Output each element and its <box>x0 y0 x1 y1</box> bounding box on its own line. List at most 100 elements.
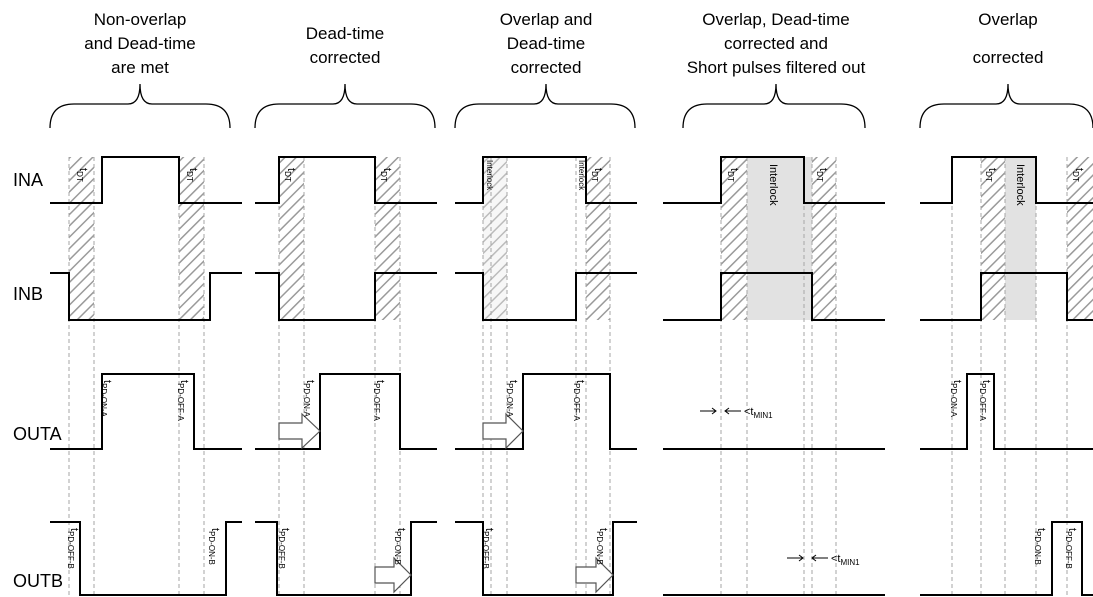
tpd-off-b-col5: tPD-OFF-B <box>1064 528 1078 569</box>
tdt-label-col2-a: tDT <box>283 168 297 182</box>
tmin1-arrow-left-outa <box>724 407 741 415</box>
outb-wave-col2 <box>255 521 437 596</box>
outa-wave-col3 <box>455 373 637 450</box>
column-1-title: Non-overlap and Dead-time are met <box>84 10 196 77</box>
t-dt-labels: tDT tDT tDT tDT tDT tDT tDT tDT tDT <box>75 168 1085 182</box>
column-3-brace <box>454 83 636 129</box>
row-label-outa: OUTA <box>13 424 62 444</box>
tmin1-arrow-left-outb <box>811 554 828 562</box>
interlock-label-col3-b: Interlock <box>577 160 586 191</box>
column-4-title-line-3: Short pulses filtered out <box>687 58 866 77</box>
interlock-label-col3-a: Interlock <box>485 160 494 191</box>
tdt-label-col5-b: tDT <box>1071 168 1085 182</box>
tpd-on-a-col3: tPD-ON-A <box>505 380 519 418</box>
ina-wave-col5 <box>920 156 1093 204</box>
column-4-brace <box>682 83 866 129</box>
column-2-brace <box>254 83 436 129</box>
tpd-off-a-col5: tPD-OFF-A <box>978 380 992 422</box>
hatch-col5-a <box>981 157 1005 320</box>
ina-wave-col3 <box>455 156 637 204</box>
delay-arrow-col3-outb <box>575 556 614 594</box>
tdt-label-col1-a: tDT <box>75 168 89 182</box>
column-4-title: Overlap, Dead-time corrected and Short p… <box>687 10 866 77</box>
inb-wave-col5 <box>920 272 1093 321</box>
column-3-title: Overlap and Dead-time corrected <box>500 10 593 77</box>
hatch-col3-a <box>483 157 507 320</box>
column-2-title-line-1: Dead-time <box>306 24 384 43</box>
column-1-brace <box>49 83 231 129</box>
delay-arrow-col2-outb <box>374 556 412 594</box>
column-1-title-line-3: are met <box>111 58 169 77</box>
tpd-on-a-col2: tPD-ON-A <box>302 380 316 418</box>
tpd-on-b-col3: tPD-ON-B <box>595 528 609 565</box>
inb-wave-col1 <box>50 272 242 321</box>
tmin1-label-outa: <tMIN1 <box>744 406 773 420</box>
column-5-title-line-2: corrected <box>973 48 1044 67</box>
inb-wave-col4 <box>663 272 885 321</box>
ina-wave-col1 <box>50 156 242 204</box>
outa-wave-col5 <box>920 373 1093 450</box>
inb-wave-col3 <box>455 272 637 321</box>
tmin1-annotation-outb: <tMIN1 <box>787 553 860 567</box>
tmin1-annotation-outa: <tMIN1 <box>700 406 773 420</box>
tmin1-label-outb: <tMIN1 <box>831 553 860 567</box>
delay-arrow-col3-outa <box>482 412 524 450</box>
column-1-title-line-2: and Dead-time <box>84 34 196 53</box>
hatch-col4-b <box>812 157 836 320</box>
dead-time-hatches <box>69 157 1093 320</box>
outb-wave-col5 <box>920 521 1093 596</box>
row-label-ina: INA <box>13 170 43 190</box>
tpd-off-b-col3: tPD-OFF-B <box>481 528 495 569</box>
column-4-title-line-2: corrected and <box>724 34 828 53</box>
column-3-title-line-2: Dead-time <box>507 34 585 53</box>
tdt-label-col4-b: tDT <box>815 168 829 182</box>
hatch-col5-b <box>1067 157 1093 320</box>
tmin1-arrow-right-outb <box>787 554 804 562</box>
tdt-label-col4-a: tDT <box>726 168 740 182</box>
outb-wave-col3 <box>455 521 637 596</box>
tpd-on-a-col1: tPD-ON-A <box>99 380 113 418</box>
tpd-off-a-col1: tPD-OFF-A <box>176 380 190 422</box>
column-3-title-line-3: corrected <box>511 58 582 77</box>
column-1-title-line-1: Non-overlap <box>94 10 187 29</box>
tpd-off-b-col1: tPD-OFF-B <box>66 528 80 569</box>
hatch-col2-b <box>375 157 400 320</box>
tpd-on-b-col5: tPD-ON-B <box>1033 528 1047 565</box>
outa-wave-col1 <box>50 373 242 450</box>
column-2-title-line-2: corrected <box>310 48 381 67</box>
interlock-label-col5: Interlock <box>1014 164 1026 206</box>
tdt-label-col2-b: tDT <box>379 168 393 182</box>
hatch-col3-b <box>586 157 610 320</box>
hatch-col4-a <box>721 157 747 320</box>
outa-wave-col2 <box>255 373 437 450</box>
column-3-title-line-1: Overlap and <box>500 10 593 29</box>
tpd-off-a-col3: tPD-OFF-A <box>572 380 586 422</box>
tpd-off-b-col2: tPD-OFF-B <box>277 528 291 569</box>
ina-wave-col2 <box>255 156 437 204</box>
tpd-on-a-col5: tPD-ON-A <box>949 380 963 418</box>
tpd-on-b-col1: tPD-ON-B <box>207 528 221 565</box>
hatch-col2-a <box>279 157 304 320</box>
row-label-outb: OUTB <box>13 571 63 591</box>
column-5-title: Overlap corrected <box>973 10 1044 67</box>
column-5-brace <box>919 83 1093 129</box>
column-5-title-line-1: Overlap <box>978 10 1038 29</box>
ina-wave-col4 <box>663 156 885 204</box>
interlock-label-col4: Interlock <box>767 164 779 206</box>
tmin1-arrow-right-outa <box>700 407 717 415</box>
tdt-label-col1-b: tDT <box>185 168 199 182</box>
propagation-delay-labels: tPD-ON-A tPD-OFF-A tPD-ON-A tPD-OFF-A tP… <box>66 380 1078 569</box>
column-2-title: Dead-time corrected <box>306 24 384 67</box>
delay-arrow-col2-outa <box>278 412 321 450</box>
tdt-label-col5-a: tDT <box>984 168 998 182</box>
outb-wave-col1 <box>50 521 242 596</box>
tpd-on-b-col2: tPD-ON-B <box>393 528 407 565</box>
row-label-inb: INB <box>13 284 43 304</box>
hatch-col1-a <box>69 157 94 320</box>
tpd-off-a-col2: tPD-OFF-A <box>372 380 386 422</box>
column-4-title-line-1: Overlap, Dead-time <box>702 10 849 29</box>
guide-lines <box>68 157 1068 597</box>
inb-wave-col2 <box>255 272 437 321</box>
tdt-label-col3-b: tDT <box>590 168 604 182</box>
